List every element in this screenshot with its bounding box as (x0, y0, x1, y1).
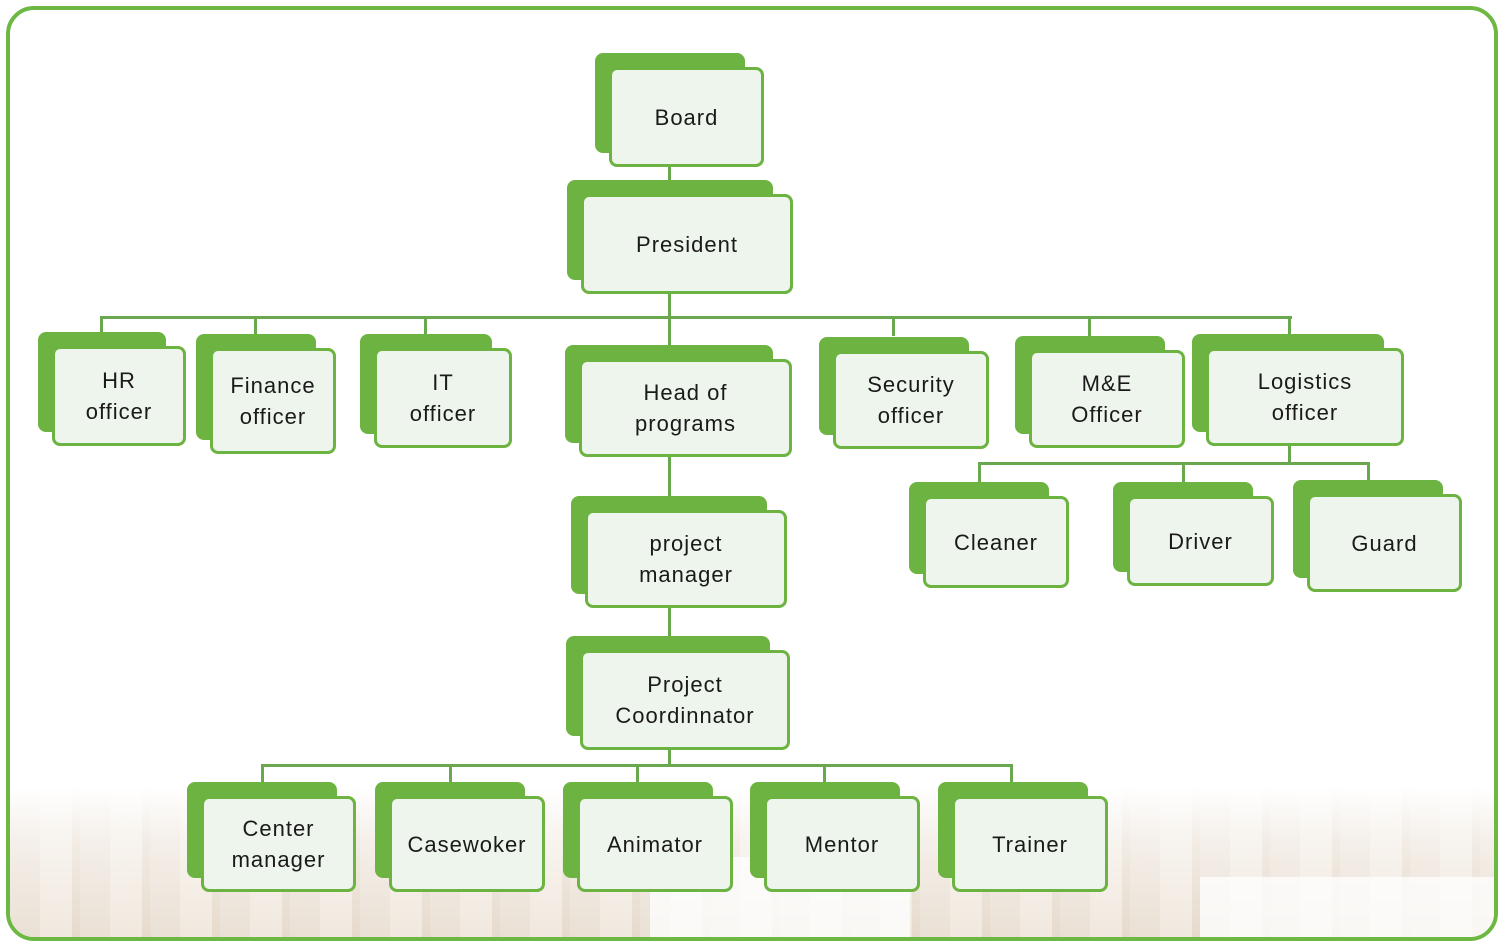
background-panel (1200, 877, 1494, 937)
